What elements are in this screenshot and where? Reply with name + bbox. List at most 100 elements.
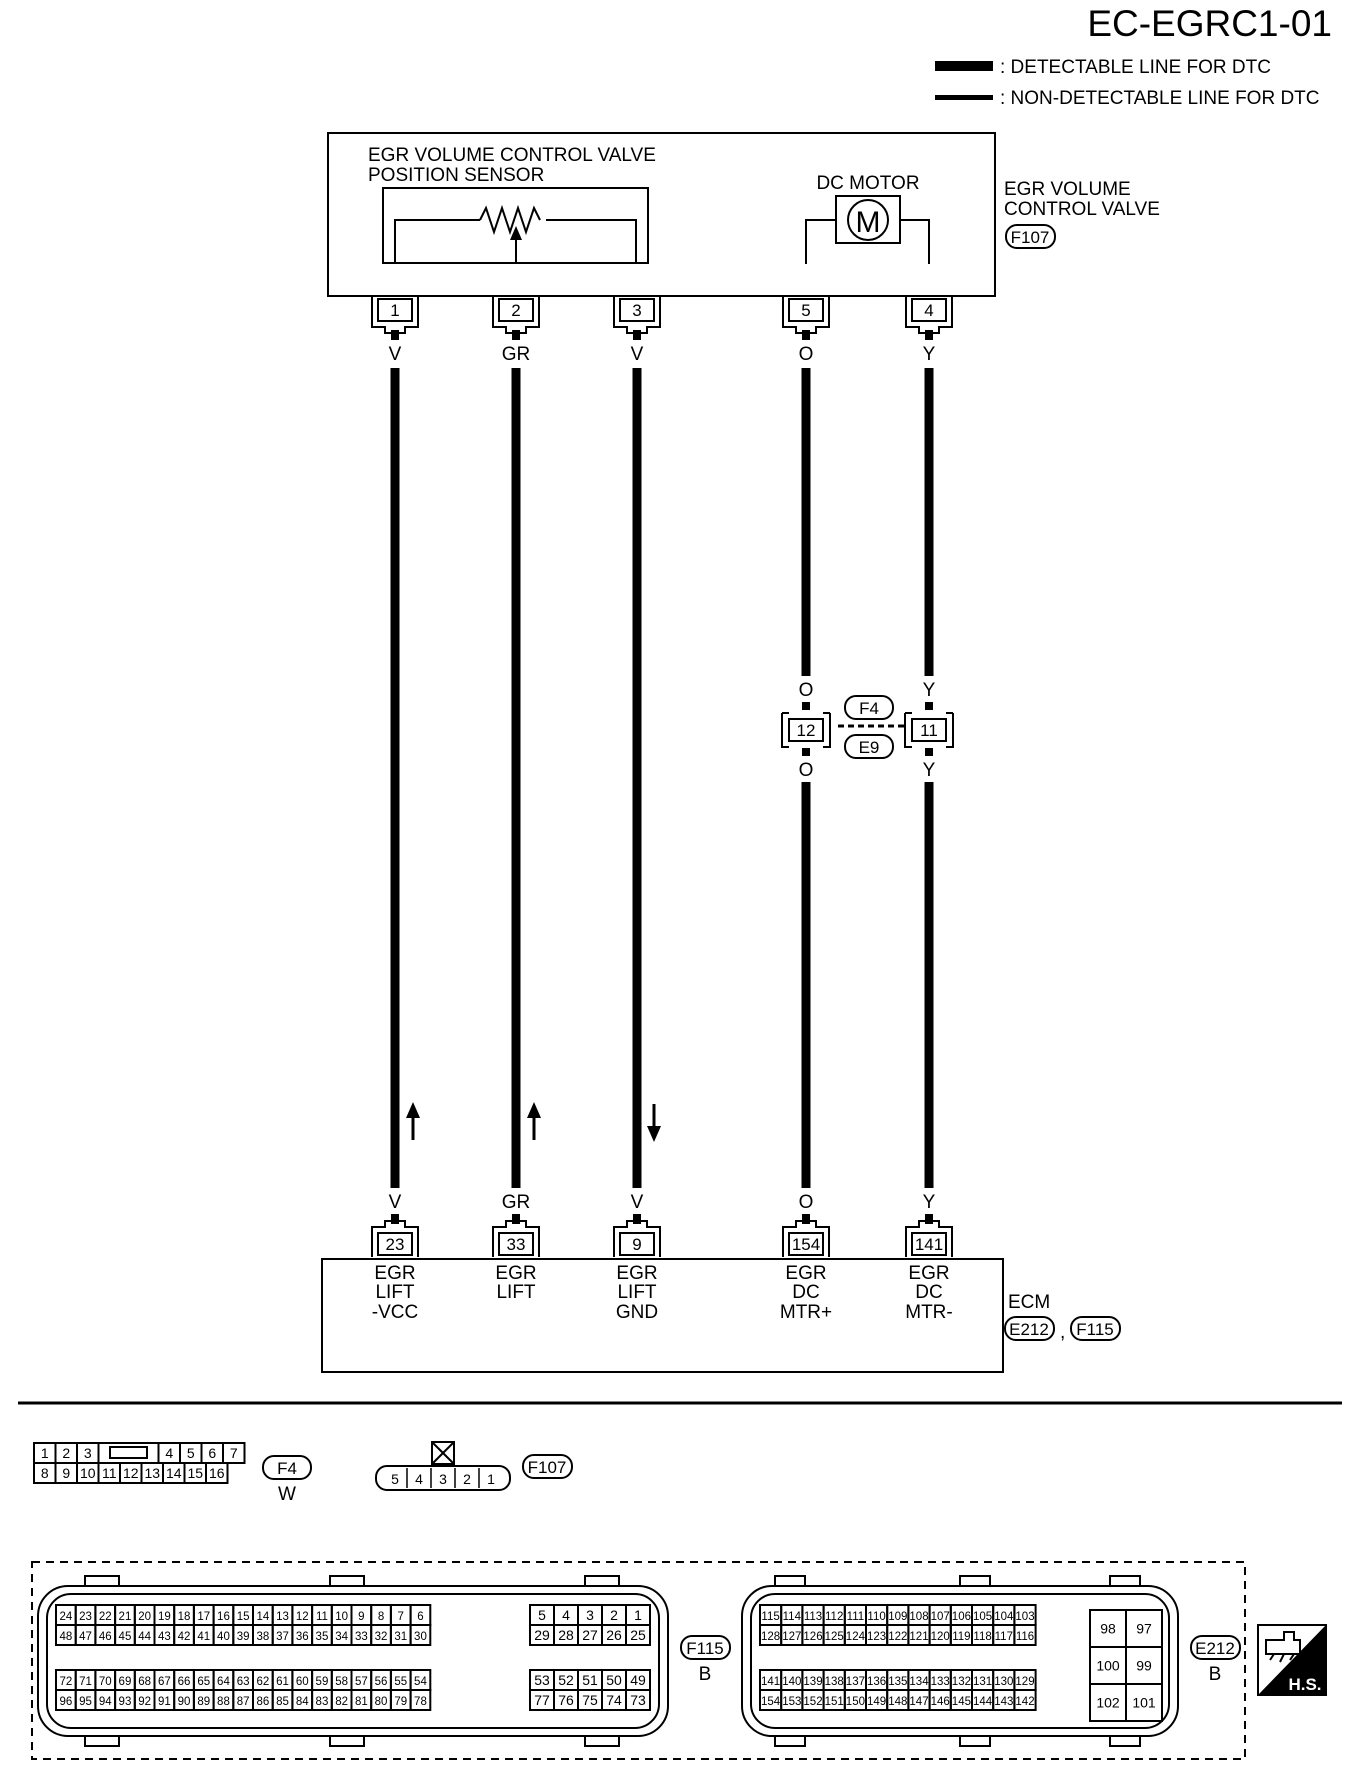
e212-upper-main-pin-115: 115 xyxy=(761,1611,779,1623)
signal-arrow-1-head-icon xyxy=(406,1102,420,1118)
wire-4-ecm-line2: DC xyxy=(792,1282,819,1303)
f115-latch-2-bottom xyxy=(329,1736,365,1747)
f115-upper-aux-pin-4: 4 xyxy=(562,1607,570,1623)
f115-upper-main-pin-10: 10 xyxy=(335,1611,348,1623)
wire-4-bottom-stub xyxy=(802,1214,810,1224)
e212-upper-main-pin-121: 121 xyxy=(909,1631,928,1643)
wire-5-top-color: Y xyxy=(923,344,936,365)
wire-3-bottom-color: V xyxy=(631,1192,644,1213)
f115-lower-aux-pin-73: 73 xyxy=(630,1692,646,1708)
f115-upper-main-pin-31: 31 xyxy=(394,1631,407,1643)
e212-upper-main-cell xyxy=(1013,1624,1037,1646)
f115-lower-main-pin-67: 67 xyxy=(158,1676,171,1688)
f115-lower-main-pin-59: 59 xyxy=(316,1676,329,1688)
e212-inner-shell xyxy=(750,1593,1170,1729)
ecm-connector-dashed-frame xyxy=(31,1561,1246,1760)
e212-latch-3-top xyxy=(1109,1575,1141,1586)
wire-5-bottom-color: Y xyxy=(923,1192,936,1213)
f115-upper-main-pin-16: 16 xyxy=(217,1611,230,1623)
wire-2-top-pin-box xyxy=(498,298,534,322)
f115-upper-aux-cell xyxy=(625,1624,651,1646)
f4-top-right-pin-5: 5 xyxy=(187,1445,195,1461)
e212-latch-3-bottom xyxy=(1109,1736,1141,1747)
motor-wire-right xyxy=(900,219,930,264)
wire-4-mid-stub-upper xyxy=(802,702,810,710)
f115-badge xyxy=(680,1635,731,1660)
wire-5-mid-color-lower: Y xyxy=(923,760,936,781)
wire-3-top-stub xyxy=(633,330,641,340)
f115-lower-aux-pin-52: 52 xyxy=(558,1672,574,1688)
e212-lower-main-pin-148: 148 xyxy=(888,1696,907,1708)
e212-upper-main-pin-125: 125 xyxy=(825,1631,844,1643)
diagram-title: EC-EGRC1-01 xyxy=(1087,3,1332,44)
wire-5-bottom-pin-label: 141 xyxy=(915,1235,943,1254)
f115-lower-main-pin-70: 70 xyxy=(99,1676,112,1688)
f115-upper-main-pin-45: 45 xyxy=(119,1631,132,1643)
f115-lower-aux-pin-74: 74 xyxy=(606,1692,622,1708)
f115-lower-main-pin-81: 81 xyxy=(355,1696,368,1708)
wire-4-top-pin-box xyxy=(788,298,824,322)
junction-upper-badge xyxy=(844,695,894,720)
f115-upper-aux-pin-3: 3 xyxy=(586,1607,594,1623)
f4-id: F4 xyxy=(277,1459,297,1478)
f4-color: W xyxy=(278,1484,296,1505)
motor-symbol: M xyxy=(856,206,881,239)
e212-large-pins-cell xyxy=(1125,1683,1163,1722)
hs-label: H.S. xyxy=(1288,1675,1321,1694)
wire-2-ecm-line2: LIFT xyxy=(496,1282,535,1303)
f107-blank-cell xyxy=(431,1441,455,1465)
f4-bottom-pin-10: 10 xyxy=(80,1465,96,1481)
e212-lower-main-pin-150: 150 xyxy=(846,1696,865,1708)
f115-upper-main-pin-47: 47 xyxy=(79,1631,92,1643)
f115-lower-aux-cell xyxy=(625,1689,651,1711)
wire-4-mid-color-lower: O xyxy=(799,760,814,781)
f115-upper-main-pin-39: 39 xyxy=(237,1631,250,1643)
e212-lower-main-pin-152: 152 xyxy=(803,1696,822,1708)
ecm-box xyxy=(321,1258,1004,1373)
junction-lower-badge xyxy=(844,734,894,759)
wire-5-ecm-line2: DC xyxy=(915,1282,942,1303)
e212-upper-main-pin-127: 127 xyxy=(782,1631,801,1643)
motor-icon xyxy=(847,199,889,241)
wire-2-top-pin-label: 2 xyxy=(511,301,520,320)
wire-1-top-stub xyxy=(391,330,399,340)
wire-4-bottom-pin-box xyxy=(788,1232,824,1256)
f4-top-right-cell xyxy=(222,1442,246,1464)
f115-upper-main-pin-35: 35 xyxy=(316,1631,329,1643)
e212-lower-main-pin-141: 141 xyxy=(761,1676,780,1688)
wire-1-bottom-pin-label: 23 xyxy=(386,1235,405,1254)
f107-pin-4: 4 xyxy=(415,1471,423,1487)
f4-top-left-pin-3: 3 xyxy=(84,1445,92,1461)
f115-upper-main-pin-15: 15 xyxy=(237,1611,250,1623)
valve-name-line2: CONTROL VALVE xyxy=(1004,199,1160,220)
f115-id: F115 xyxy=(686,1639,724,1658)
e212-id: E212 xyxy=(1195,1639,1235,1658)
wire-3-ecm-line2: LIFT xyxy=(617,1282,656,1303)
f115-lower-main-pin-90: 90 xyxy=(178,1696,191,1708)
wire-5-bottom-stub xyxy=(925,1214,933,1224)
f115-lower-main-pin-78: 78 xyxy=(414,1696,427,1708)
f115-inner-shell xyxy=(46,1593,660,1729)
wire-4-bottom-color: O xyxy=(799,1192,814,1213)
f115-upper-main-pin-18: 18 xyxy=(178,1611,191,1623)
f115-upper-main-pin-48: 48 xyxy=(59,1631,72,1643)
f115-upper-main-pin-36: 36 xyxy=(296,1631,309,1643)
f115-upper-main-pin-11: 11 xyxy=(316,1611,328,1623)
hs-triangle xyxy=(1258,1625,1326,1695)
f115-latch-2-top xyxy=(329,1575,365,1586)
f115-lower-aux-pin-49: 49 xyxy=(630,1672,646,1688)
f115-lower-main-pin-88: 88 xyxy=(217,1696,230,1708)
f115-lower-main-pin-79: 79 xyxy=(394,1696,407,1708)
f4-top-right-pin-4: 4 xyxy=(165,1445,173,1461)
wire-3-ecm-line3: GND xyxy=(616,1302,658,1323)
e212-lower-main-pin-153: 153 xyxy=(782,1696,801,1708)
sensor-label-line2: POSITION SENSOR xyxy=(368,165,544,186)
f115-upper-aux-pin-2: 2 xyxy=(610,1607,618,1623)
f4-bottom-pin-16: 16 xyxy=(209,1465,225,1481)
valve-box xyxy=(327,132,996,297)
e212-upper-main-pin-117: 117 xyxy=(995,1631,1013,1643)
f115-upper-main-pin-46: 46 xyxy=(99,1631,112,1643)
f107-pin-1: 1 xyxy=(487,1471,495,1487)
